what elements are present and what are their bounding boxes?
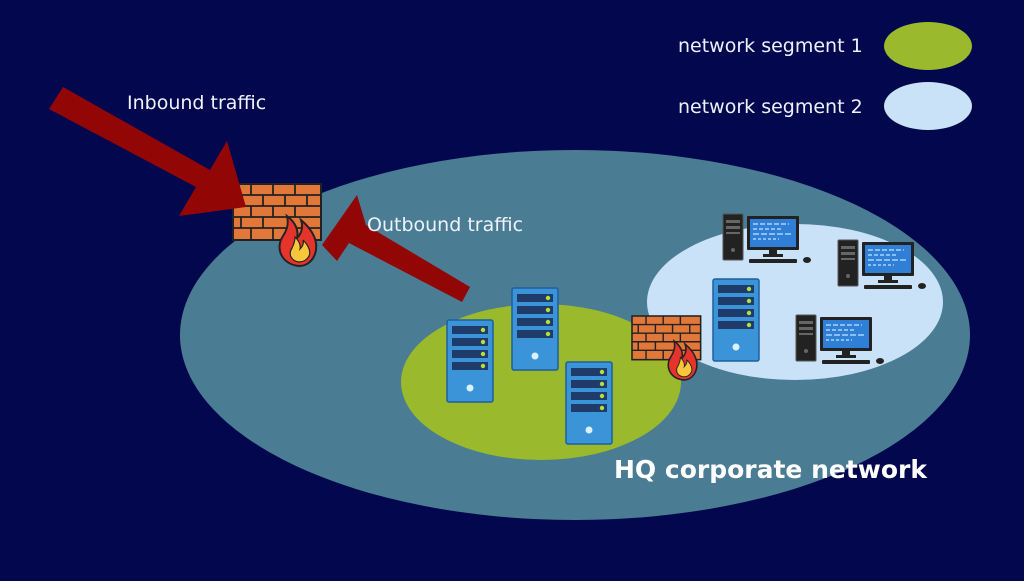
legend-swatch-segment-2 <box>884 82 972 130</box>
server-icon <box>446 319 494 403</box>
outbound-arrow <box>322 195 470 302</box>
legend-label-segment-1: network segment 1 <box>678 35 863 57</box>
server-icon <box>712 278 760 362</box>
server-icon <box>511 287 559 371</box>
legend-swatch-segment-1 <box>884 22 972 70</box>
inbound-label: Inbound traffic <box>127 92 266 114</box>
legend-label-segment-2: network segment 2 <box>678 96 863 118</box>
network-title: HQ corporate network <box>614 455 928 484</box>
legend: network segment 1 network segment 2 <box>678 22 972 130</box>
inbound-arrow <box>49 87 246 216</box>
server-icon <box>565 361 613 445</box>
outbound-label: Outbound traffic <box>367 214 523 236</box>
